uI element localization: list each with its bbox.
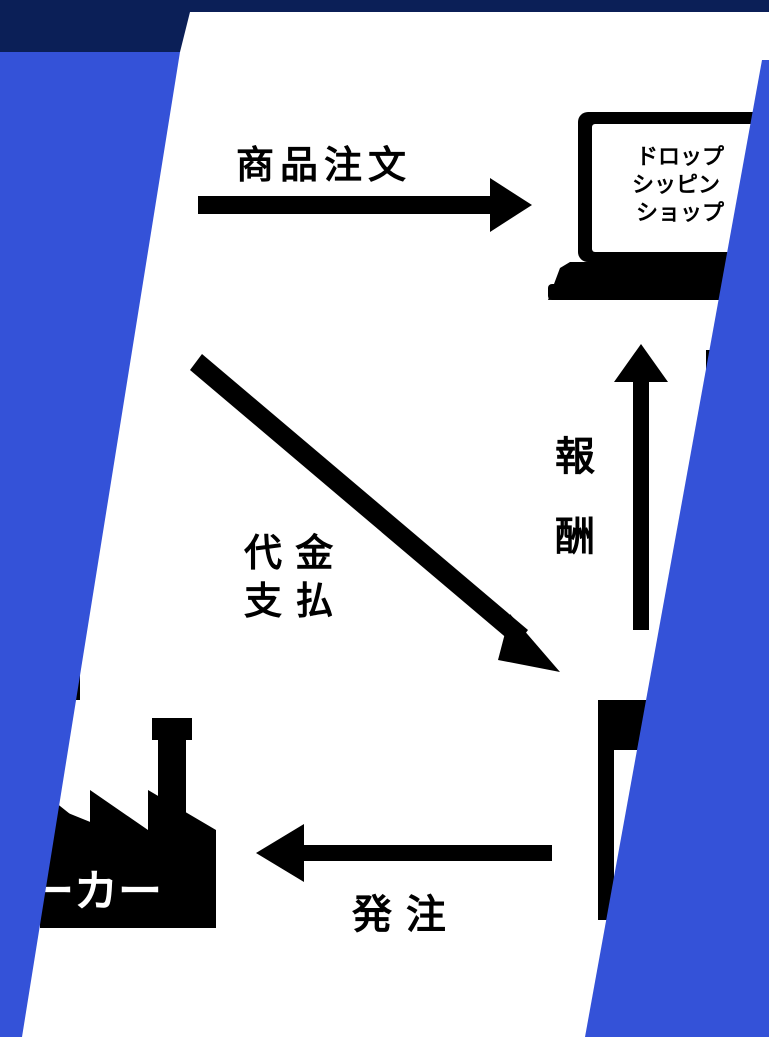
label-reward-line-1: 報 xyxy=(555,434,595,480)
arrow-down-right-icon xyxy=(190,354,560,672)
label-place-order: 発 注 xyxy=(352,892,446,938)
shop-screen-line-2: シッピン xyxy=(632,173,720,198)
arrow-right-icon xyxy=(198,178,532,232)
arrow-left-icon xyxy=(256,824,552,882)
label-payment-line-1: 代 金 xyxy=(244,531,334,575)
label-payment-line-2: 支 払 xyxy=(244,579,333,623)
shop-screen-line-3: ショップ xyxy=(636,201,725,226)
shop-screen-line-1: ドロップ xyxy=(636,145,725,170)
label-product-order: 商品注文 xyxy=(236,143,412,187)
arrow-up-icon xyxy=(614,344,668,630)
left-blue-panel xyxy=(0,52,180,1037)
laptop-icon xyxy=(548,112,769,300)
right-blue-panel xyxy=(585,60,769,1037)
top-left-band xyxy=(0,12,190,52)
factory-label: ーカー xyxy=(30,866,162,917)
label-reward-line-2: 酬 xyxy=(555,514,595,560)
top-band xyxy=(0,0,769,12)
factory-icon xyxy=(36,718,216,928)
